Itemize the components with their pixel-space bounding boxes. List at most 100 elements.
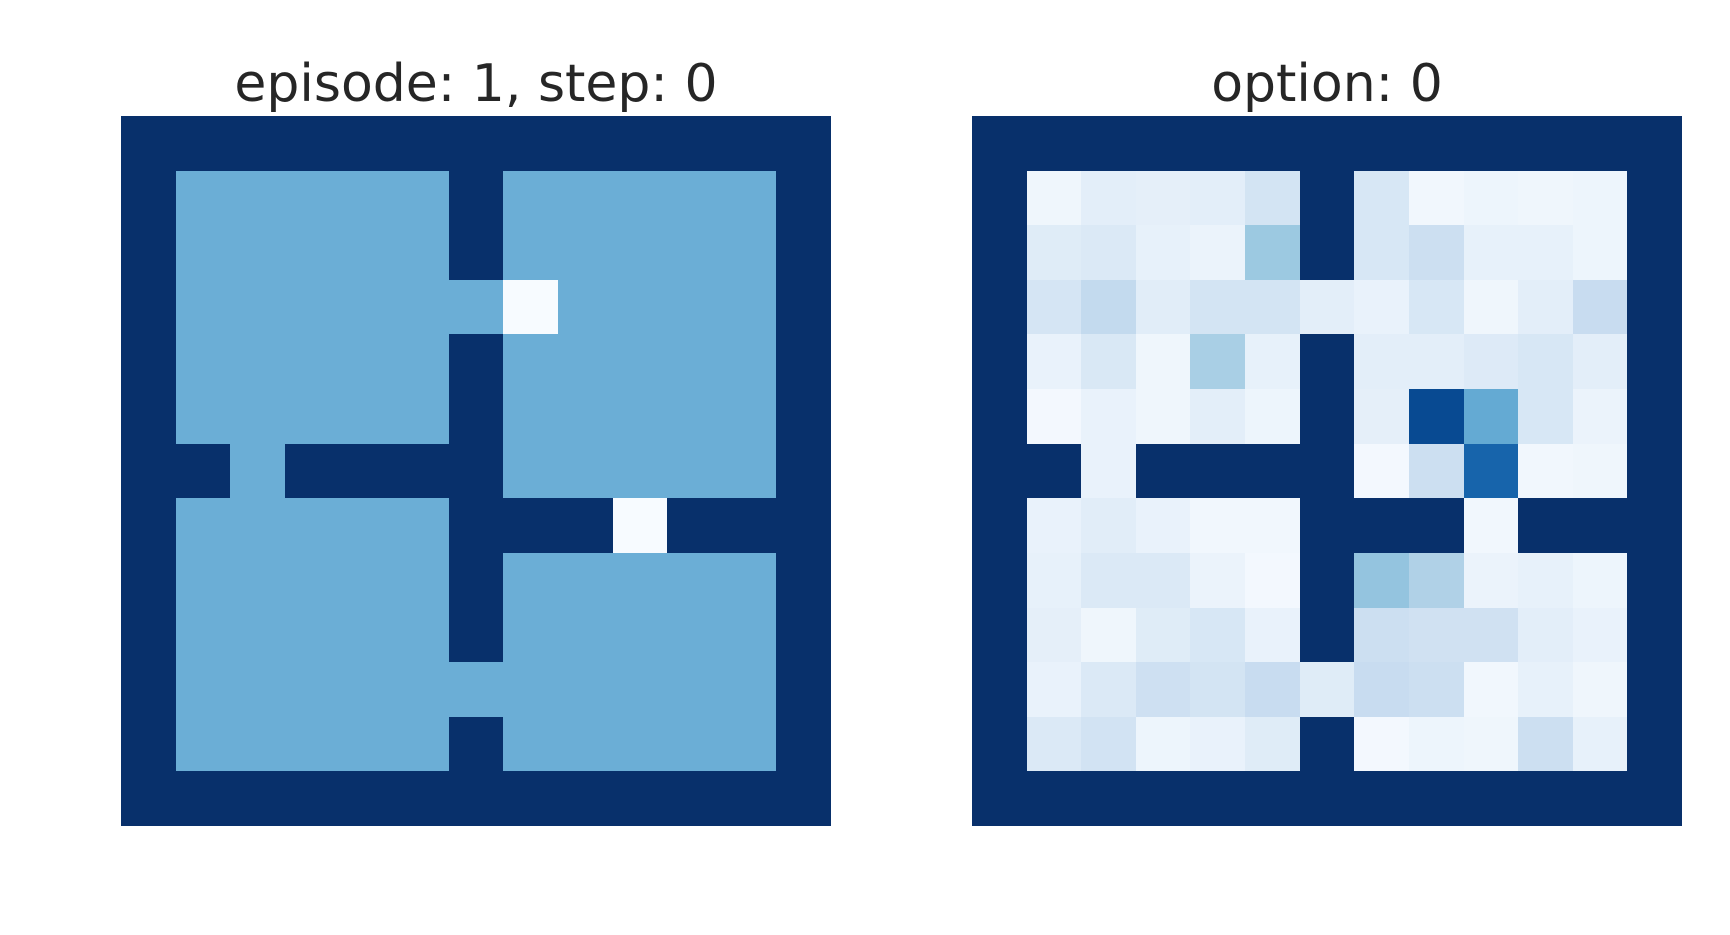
wall-cell xyxy=(972,389,1027,444)
wall-cell xyxy=(448,552,504,608)
wall-cell xyxy=(972,607,1027,663)
wall-cell xyxy=(121,716,176,772)
heatmap-cell xyxy=(1408,389,1464,444)
wall-cell xyxy=(503,116,558,171)
wall-cell xyxy=(776,170,831,226)
floor-cell xyxy=(667,225,722,280)
floor-cell xyxy=(284,279,340,335)
floor-cell xyxy=(667,443,722,499)
heatmap-cell xyxy=(1408,662,1464,717)
heatmap-cell xyxy=(1135,607,1191,663)
heatmap-cell xyxy=(1081,662,1136,717)
floor-cell xyxy=(175,498,231,553)
wall-cell xyxy=(394,443,449,499)
floor-cell xyxy=(503,716,558,772)
wall-cell xyxy=(1518,498,1573,553)
heatmap-cell xyxy=(1518,170,1573,226)
wall-cell xyxy=(284,443,340,499)
heatmap-cell xyxy=(1518,334,1573,390)
wall-cell xyxy=(284,771,340,826)
heatmap-cell xyxy=(1135,498,1191,553)
heatmap-cell xyxy=(1354,279,1409,335)
wall-cell xyxy=(121,389,176,444)
heatmap-cell xyxy=(1518,662,1573,717)
wall-cell xyxy=(1408,116,1464,171)
wall-cell xyxy=(1463,771,1519,826)
heatmap-cell xyxy=(1572,443,1628,499)
heatmap-cell xyxy=(1354,225,1409,280)
heatmap-cell xyxy=(1572,716,1628,772)
wall-cell xyxy=(1299,716,1355,772)
floor-cell xyxy=(667,716,722,772)
heatmap-cell xyxy=(1354,716,1409,772)
floor-cell xyxy=(175,225,231,280)
wall-cell xyxy=(121,498,176,553)
floor-cell xyxy=(503,662,558,717)
heatmap-cell xyxy=(1408,716,1464,772)
floor-cell xyxy=(721,443,777,499)
wall-cell xyxy=(776,662,831,717)
floor-cell xyxy=(394,552,449,608)
floor-cell xyxy=(612,443,668,499)
heatmap-cell xyxy=(1245,279,1300,335)
wall-cell xyxy=(175,771,231,826)
marker-cell xyxy=(612,498,668,553)
wall-cell xyxy=(1354,771,1409,826)
floor-cell xyxy=(175,552,231,608)
floor-cell xyxy=(230,716,285,772)
wall-cell xyxy=(448,771,504,826)
heatmap-cell xyxy=(1081,607,1136,663)
wall-cell xyxy=(394,116,449,171)
wall-cell xyxy=(448,716,504,772)
wall-cell xyxy=(448,170,504,226)
wall-cell xyxy=(1627,607,1682,663)
floor-cell xyxy=(612,170,668,226)
right-panel-title: option: 0 xyxy=(1211,54,1443,114)
heatmap-cell xyxy=(1081,334,1136,390)
floor-cell xyxy=(667,552,722,608)
wall-cell xyxy=(121,225,176,280)
wall-cell xyxy=(121,279,176,335)
wall-cell xyxy=(612,771,668,826)
wall-cell xyxy=(972,552,1027,608)
wall-cell xyxy=(121,607,176,663)
heatmap-cell xyxy=(1463,498,1519,553)
floor-cell xyxy=(612,607,668,663)
floor-cell xyxy=(721,389,777,444)
marker-cell xyxy=(503,279,558,335)
floor-cell xyxy=(503,389,558,444)
wall-cell xyxy=(1190,771,1246,826)
floor-cell xyxy=(230,389,285,444)
heatmap-cell xyxy=(1572,279,1628,335)
heatmap-cell xyxy=(1518,443,1573,499)
heatmap-cell xyxy=(1245,170,1300,226)
heatmap-cell xyxy=(1354,552,1409,608)
wall-cell xyxy=(1627,170,1682,226)
wall-cell xyxy=(1081,116,1136,171)
floor-cell xyxy=(284,552,340,608)
floor-cell xyxy=(503,170,558,226)
wall-cell xyxy=(776,116,831,171)
heatmap-cell xyxy=(1518,225,1573,280)
floor-cell xyxy=(339,607,395,663)
floor-cell xyxy=(339,225,395,280)
wall-cell xyxy=(972,279,1027,335)
floor-cell xyxy=(557,443,613,499)
wall-cell xyxy=(776,498,831,553)
wall-cell xyxy=(1026,116,1082,171)
floor-cell xyxy=(721,552,777,608)
wall-cell xyxy=(448,443,504,499)
heatmap-cell xyxy=(1135,170,1191,226)
wall-cell xyxy=(1518,116,1573,171)
wall-cell xyxy=(121,170,176,226)
wall-cell xyxy=(1627,552,1682,608)
wall-cell xyxy=(557,498,613,553)
wall-cell xyxy=(1354,498,1409,553)
heatmap-cell xyxy=(1081,716,1136,772)
floor-cell xyxy=(557,334,613,390)
wall-cell xyxy=(121,552,176,608)
heatmap-cell xyxy=(1245,334,1300,390)
wall-cell xyxy=(1026,443,1082,499)
heatmap-cell xyxy=(1245,662,1300,717)
floor-cell xyxy=(175,170,231,226)
